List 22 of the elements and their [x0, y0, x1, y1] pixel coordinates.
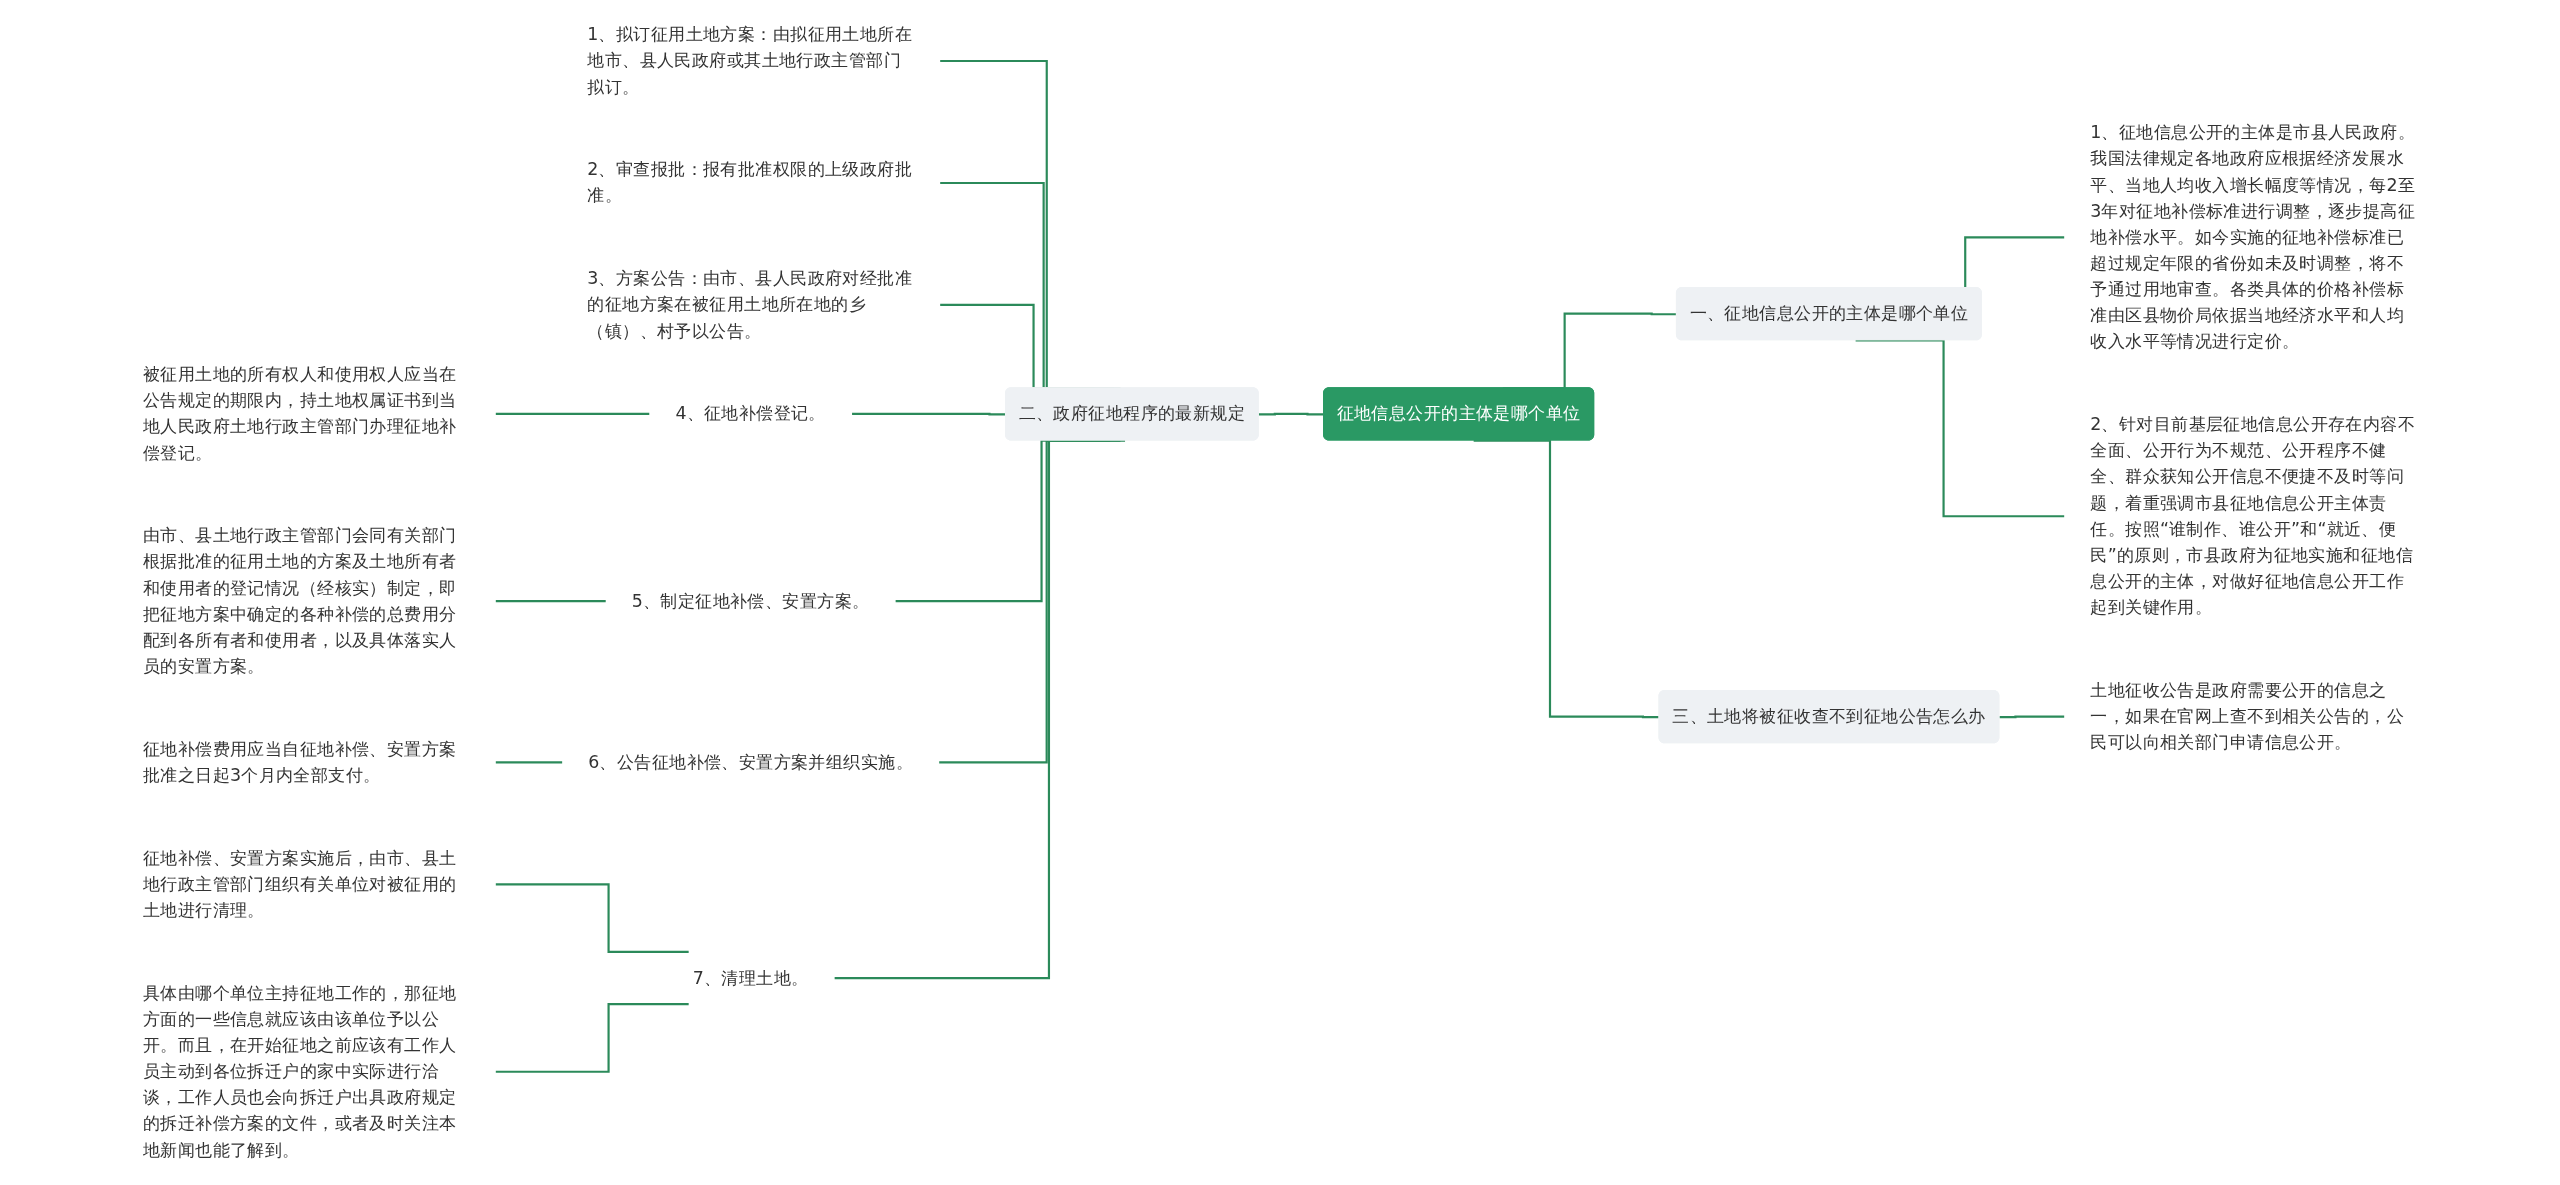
node-text: 具体由哪个单位主持征地工作的，那征地方面的一些信息就应该由该单位予以公开。而且，在开始征地之前应该有工作人员主动到各位拆迁户的家中实际进行洽谈，工作人员也会向拆迁户出具政府规定的拆迁补偿方案的文件，或者及时关注本地新闻也能了解到。 — [142, 982, 457, 1160]
connector — [495, 761, 563, 764]
node-text: 3、方案公告：由市、县人民政府对经批准的征地方案在被征用土地所在地的乡（镇）、村予以公告。 — [587, 267, 913, 341]
node-text: 被征用土地的所有权人和使用权人应当在公告规定的期限内，持土地权属证书到当地人民政府土地行政主管部门办理征地补偿登记。 — [142, 363, 457, 463]
node-text: 1、征地信息公开的主体是市县人民政府。我国法律规定各地政府应根据经济发展水平、当地人均收入增长幅度等情况，每2至3年对征地补偿标准进行调整，逐步提高征地补偿水平。如今实施的征地补偿标准已超过规定年限的省份如未及时调整，将不予通过用地审查。各类具体的价格补偿标准由区县物价局依据当地经济水平和人均收入水平等情况进行定价。 — [2090, 121, 2416, 352]
node-text: 1、拟订征用土地方案：由拟征用土地所在地市、县人民政府或其土地行政主管部门拟订。 — [587, 23, 913, 97]
node-text: 土地征收公告是政府需要公开的信息之一，如果在官网上查不到相关公告的，公民可以向相关部门申请信息公开。 — [2090, 679, 2405, 753]
connector — [1999, 715, 2065, 719]
node-text: 5、制定征地补偿、安置方案。 — [631, 590, 870, 612]
node-text: 4、征地补偿登记。 — [675, 402, 826, 424]
node-text: 7、清理土地。 — [692, 967, 809, 988]
node-text: 2、针对目前基层征地信息公开存在内容不全面、公开行为不规范、公开程序不健全、群众获知公开信息不便捷不及时等问题，着重强调市县征地信息公开主体责任。按照“谁制作、谁公开”和“就近、便民”的原则，市县政府为征地实施和征地信息公开的主体，对做好征地信息公开工作起到关键作用。 — [2090, 413, 2416, 618]
connector — [495, 600, 606, 603]
node-text: 由市、县土地行政主管部门会同有关部门根据批准的征用土地的方案及土地所有者和使用者的登记情况（经核实）制定，即把征地方案中确定的各种补偿的总费用分配到各所有者和使用者，以及具体落实人员的安置方案。 — [142, 524, 457, 677]
node-text: 2、审查报批：报有批准权限的上级政府批准。 — [587, 159, 913, 206]
node-text: 征地补偿费用应当自征地补偿、安置方案批准之日起3个月内全部支付。 — [142, 738, 457, 786]
node-text: 征地补偿、安置方案实施后，由市、县土地行政主管部门组织有关单位对被征用的土地进行清理。 — [142, 847, 457, 921]
connector — [495, 883, 689, 953]
connector — [495, 412, 650, 415]
connector — [495, 1003, 689, 1073]
node-text: 6、公告征地补偿、安置方案并组织实施。 — [588, 751, 914, 773]
connector — [1855, 339, 2065, 518]
